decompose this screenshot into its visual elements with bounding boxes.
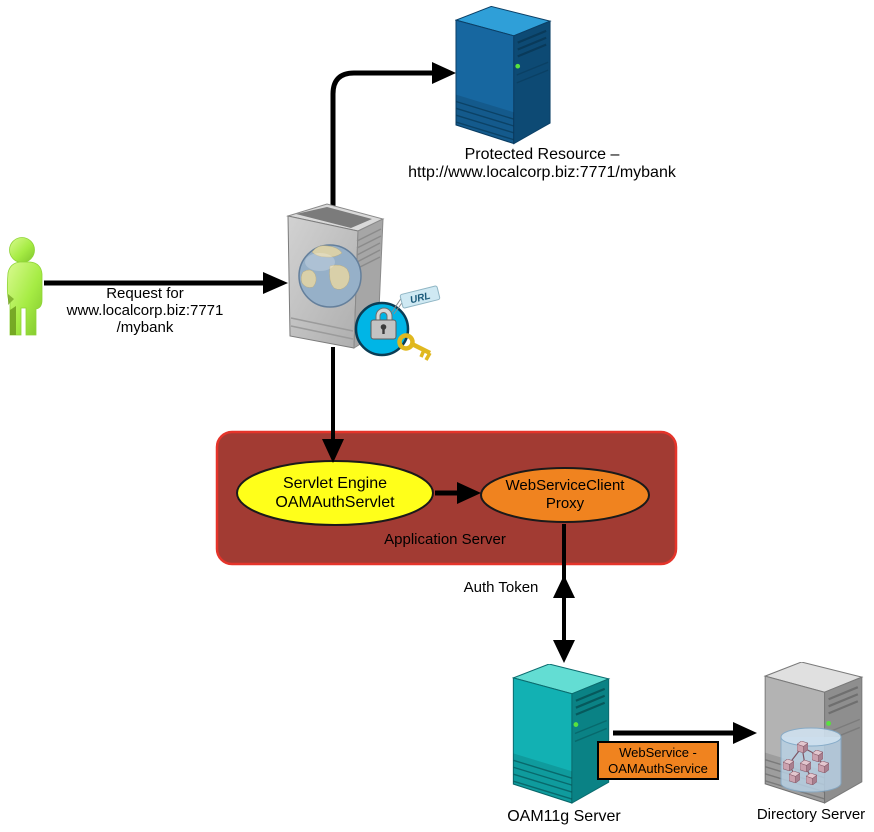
lock-icon bbox=[354, 301, 410, 357]
proxy-line2: Proxy bbox=[545, 495, 585, 512]
url-tag: URL bbox=[391, 285, 441, 315]
oam-to-directory-arrow bbox=[613, 722, 757, 744]
flow-arrows bbox=[44, 62, 757, 744]
request-label: Request for www.localcorp.biz:7771 /myba… bbox=[45, 285, 245, 336]
servlet-engine-line2: OAMAuthServlet bbox=[275, 494, 395, 511]
oam11g-server-label: OAM11g Server bbox=[507, 808, 621, 825]
servlet-to-proxy-arrow bbox=[435, 482, 481, 504]
protected-resource-server-icon bbox=[455, 6, 551, 144]
protected-resource-line1: Protected Resource – bbox=[464, 146, 620, 163]
protected-resource-line2: http://www.localcorp.biz:7771/mybank bbox=[408, 164, 676, 181]
application-server-label: Application Server bbox=[384, 531, 506, 548]
webservice-badge-line1: WebService - bbox=[619, 745, 697, 760]
webservice-oamauthservice-badge bbox=[597, 741, 719, 780]
user-icon bbox=[6, 237, 43, 336]
directory-server-label: Directory Server bbox=[756, 806, 866, 823]
webgate-to-protected-resource-arrow bbox=[330, 62, 456, 213]
webgate-to-appserver-arrow bbox=[322, 347, 344, 463]
servlet-engine-ellipse bbox=[236, 460, 434, 526]
servlet-engine-label: Servlet Engine OAMAuthServlet bbox=[238, 474, 432, 512]
webservice-client-proxy-ellipse bbox=[480, 467, 650, 523]
url-tag-text: URL bbox=[409, 291, 432, 307]
webservice-client-proxy-label: WebServiceClient Proxy bbox=[483, 477, 647, 513]
directory-database-icon bbox=[780, 727, 842, 793]
request-line3: /mybank bbox=[116, 319, 174, 336]
globe-icon bbox=[298, 244, 362, 308]
protected-resource-label: Protected Resource – http://www.localcor… bbox=[386, 146, 698, 182]
webservice-badge-label: WebService - OAMAuthService bbox=[599, 745, 717, 777]
proxy-line1: WebServiceClient bbox=[505, 477, 625, 494]
key-icon bbox=[397, 333, 432, 361]
servlet-engine-line1: Servlet Engine bbox=[282, 475, 388, 492]
request-arrow bbox=[44, 272, 288, 294]
web-server-webgate-icon: URL bbox=[286, 203, 441, 361]
auth-token-label: Auth Token bbox=[463, 579, 539, 596]
application-server-box bbox=[215, 430, 678, 566]
webservice-badge-line2: OAMAuthService bbox=[608, 761, 708, 776]
request-line2: www.localcorp.biz:7771 bbox=[66, 302, 224, 319]
request-line1: Request for bbox=[106, 285, 184, 302]
auth-token-arrow bbox=[553, 524, 575, 663]
oam11g-server-icon bbox=[513, 664, 609, 804]
